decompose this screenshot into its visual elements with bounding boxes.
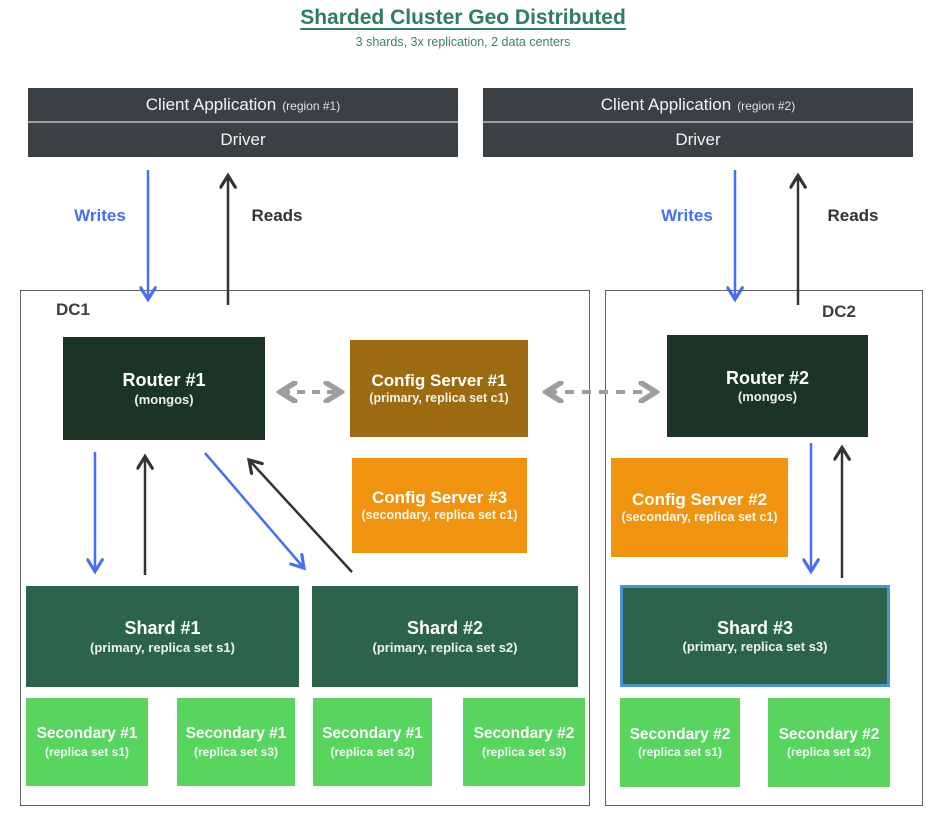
shard-2-node: Shard #2 (primary, replica set s2) [312,586,578,687]
config-server-1-subtitle: (primary, replica set c1) [369,391,509,406]
secondary-title: Secondary #2 [778,725,880,743]
shard-1-title: Shard #1 [124,618,201,639]
secondary-title: Secondary #2 [473,725,575,743]
secondary-subtitle: (replica set s1) [44,744,130,759]
secondary-subtitle: (replica set s3) [193,744,279,759]
router-1-node: Router #1 (mongos) [63,337,265,440]
shard-1-subtitle: (primary, replica set s1) [90,639,235,655]
secondary-subtitle: (replica set s2) [330,744,415,759]
router-2-title: Router #2 [725,367,810,388]
writes-label-dc2: Writes [661,206,713,225]
reads-label-dc1: Reads [251,206,303,225]
client-application-1: Client Application (region #1) Driver [28,88,458,157]
secondary-node: Secondary #1 (replica set s3) [177,698,295,786]
secondary-node: Secondary #2 (replica set s3) [463,698,585,786]
config-server-2-subtitle: (secondary, replica set c1) [621,510,778,525]
dc2-label: DC2 [822,302,857,321]
shard-2-title: Shard #2 [406,618,484,639]
client-application-1-header: Client Application (region #1) [28,88,458,123]
client-application-2: Client Application (region #2) Driver [483,88,913,157]
secondary-node: Secondary #1 (replica set s2) [313,698,432,786]
config-server-3-title: Config Server #3 [371,488,508,508]
client-app-label: Client Application [600,94,732,114]
config-server-3-node: Config Server #3 (secondary, replica set… [352,458,527,553]
config-server-2-title: Config Server #2 [631,490,768,510]
secondary-node: Secondary #1 (replica set s1) [26,698,148,786]
router-2-node: Router #2 (mongos) [667,335,868,437]
page-title: Sharded Cluster Geo Distributed [300,6,626,29]
router-2-subtitle: (mongos) [737,389,798,405]
secondary-subtitle: (replica set s1) [637,745,723,760]
shard-1-node: Shard #1 (primary, replica set s1) [26,586,299,687]
secondary-subtitle: (replica set s2) [786,745,872,760]
secondary-title: Secondary #1 [36,725,138,743]
client-application-2-driver-row: Driver [483,123,913,157]
secondary-subtitle: (replica set s3) [481,744,567,759]
shard-3-node: Shard #3 (primary, replica set s3) [620,585,890,687]
driver-label: Driver [675,130,721,149]
shard-3-subtitle: (primary, replica set s3) [682,639,828,655]
reads-label-dc2: Reads [827,206,879,225]
shard-2-subtitle: (primary, replica set s2) [372,639,518,655]
secondary-node: Secondary #2 (replica set s1) [620,698,740,787]
secondary-title: Secondary #1 [185,725,287,743]
config-server-2-node: Config Server #2 (secondary, replica set… [611,458,788,557]
client-app-region: (region #2) [737,99,796,113]
writes-label-dc1: Writes [74,206,126,225]
page-subtitle: 3 shards, 3x replication, 2 data centers [355,35,571,49]
client-application-1-driver-row: Driver [28,123,458,157]
dc1-label: DC1 [56,300,91,319]
driver-label: Driver [220,130,266,149]
client-application-2-header: Client Application (region #2) [483,88,913,123]
config-server-1-node: Config Server #1 (primary, replica set c… [350,340,528,437]
shard-3-title: Shard #3 [716,617,794,638]
config-server-1-title: Config Server #1 [371,371,507,391]
router-1-subtitle: (mongos) [134,391,194,407]
router-1-title: Router #1 [122,370,206,391]
client-app-region: (region #1) [282,99,341,113]
secondary-title: Secondary #1 [322,725,423,743]
config-server-3-subtitle: (secondary, replica set c1) [361,508,518,523]
client-app-label: Client Application [145,94,277,114]
secondary-node: Secondary #2 (replica set s2) [768,698,890,787]
secondary-title: Secondary #2 [629,725,731,743]
